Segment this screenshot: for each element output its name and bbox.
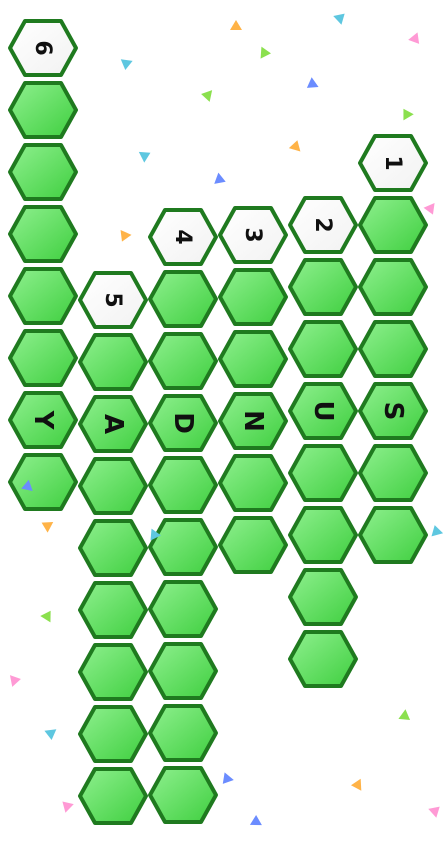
letter-cell[interactable] xyxy=(77,332,149,392)
clue-cell-4[interactable]: 4 xyxy=(147,207,219,267)
clue-number: 4 xyxy=(153,201,213,273)
letter-cell[interactable] xyxy=(7,80,79,140)
clue-number: 6 xyxy=(13,12,73,84)
letter-cell[interactable] xyxy=(287,567,359,627)
letter-cell[interactable] xyxy=(147,641,219,701)
letter-cell[interactable] xyxy=(7,266,79,326)
clue-cell-3[interactable]: 3 xyxy=(217,205,289,265)
letter-cell[interactable] xyxy=(7,328,79,388)
clue-cell-1[interactable]: 1 xyxy=(357,133,429,193)
confetti-piece xyxy=(230,20,242,30)
clue-cell-6[interactable]: 6 xyxy=(7,18,79,78)
letter-cell[interactable] xyxy=(287,443,359,503)
answer-cell-3[interactable]: N xyxy=(217,391,289,451)
letter-cell[interactable] xyxy=(147,703,219,763)
clue-number: 5 xyxy=(83,264,143,336)
cell-letter: A xyxy=(83,388,143,460)
letter-cell[interactable] xyxy=(217,329,289,389)
cell-letter: U xyxy=(293,375,353,447)
letter-cell[interactable] xyxy=(147,269,219,329)
letter-cell[interactable] xyxy=(77,704,149,764)
letter-cell[interactable] xyxy=(357,443,429,503)
confetti-piece xyxy=(10,673,22,687)
cell-letter: N xyxy=(223,385,283,457)
letter-cell[interactable] xyxy=(147,455,219,515)
letter-cell[interactable] xyxy=(217,453,289,513)
letter-cell[interactable] xyxy=(7,142,79,202)
letter-cell[interactable] xyxy=(147,765,219,825)
answer-cell-6[interactable]: Y xyxy=(7,390,79,450)
cell-letter: Y xyxy=(13,384,73,456)
clue-number: 1 xyxy=(363,127,423,199)
letter-cell[interactable] xyxy=(287,505,359,565)
letter-cell[interactable] xyxy=(357,257,429,317)
letter-cell[interactable] xyxy=(147,579,219,639)
letter-cell[interactable] xyxy=(357,195,429,255)
letter-cell[interactable] xyxy=(287,629,359,689)
confetti-piece xyxy=(119,59,132,71)
clue-cell-5[interactable]: 5 xyxy=(77,270,149,330)
letter-cell[interactable] xyxy=(357,505,429,565)
answer-cell-5[interactable]: A xyxy=(77,394,149,454)
answer-cell-4[interactable]: D xyxy=(147,393,219,453)
letter-cell[interactable] xyxy=(77,580,149,640)
letter-cell[interactable] xyxy=(77,518,149,578)
confetti-piece xyxy=(44,729,57,740)
confetti-piece xyxy=(351,779,362,792)
letter-cell[interactable] xyxy=(77,456,149,516)
letter-cell[interactable] xyxy=(77,766,149,826)
clue-number: 2 xyxy=(293,189,353,261)
letter-cell[interactable] xyxy=(217,267,289,327)
letter-cell[interactable] xyxy=(7,452,79,512)
clue-cell-2[interactable]: 2 xyxy=(287,195,359,255)
confetti-piece xyxy=(150,529,161,542)
letter-cell[interactable] xyxy=(7,204,79,264)
cell-letter: D xyxy=(153,387,213,459)
letter-cell[interactable] xyxy=(77,642,149,702)
confetti-piece xyxy=(250,815,262,825)
letter-cell[interactable] xyxy=(287,319,359,379)
cell-letter: S xyxy=(363,375,423,447)
answer-cell-1[interactable]: S xyxy=(357,381,429,441)
letter-cell[interactable] xyxy=(147,517,219,577)
letter-cell[interactable] xyxy=(217,515,289,575)
letter-cell[interactable] xyxy=(287,257,359,317)
confetti-piece xyxy=(261,47,272,60)
letter-cell[interactable] xyxy=(147,331,219,391)
letter-cell[interactable] xyxy=(357,319,429,379)
clue-number: 3 xyxy=(223,199,283,271)
answer-cell-2[interactable]: U xyxy=(287,381,359,441)
